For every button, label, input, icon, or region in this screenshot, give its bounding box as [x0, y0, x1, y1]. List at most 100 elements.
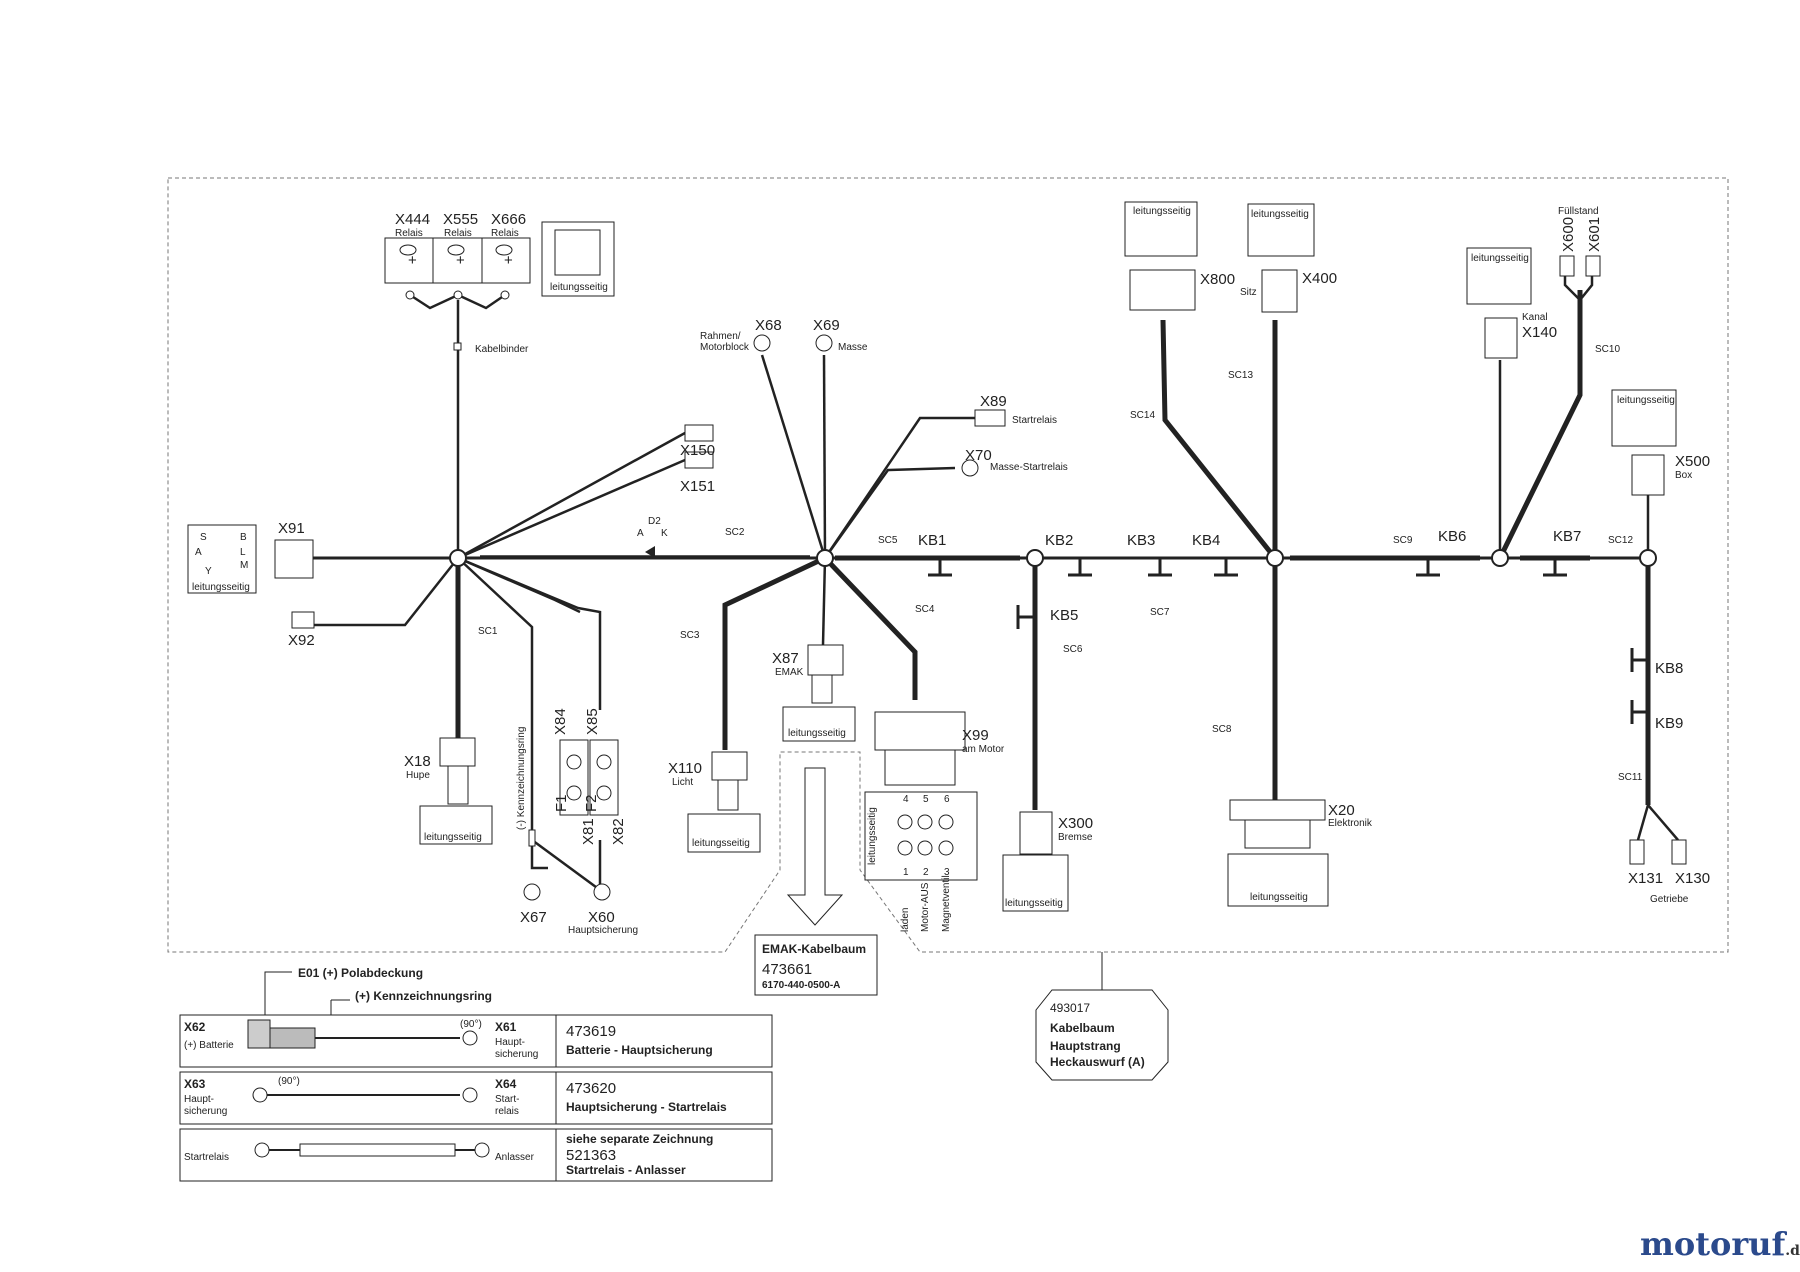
legend-row3-pre: siehe separate Zeichnung — [566, 1132, 713, 1146]
x92-connector — [291, 611, 315, 629]
x99-pin2: 2 — [923, 867, 929, 878]
legend-row2-left-desc1: Haupt- — [184, 1094, 214, 1105]
x666-label: X666 — [491, 211, 526, 228]
x68-ring — [753, 334, 771, 352]
x99-pin4: 4 — [903, 794, 909, 805]
d2-a: A — [637, 528, 644, 539]
kabelbinder-label: Kabelbinder — [475, 344, 529, 355]
legend-e01: E01 (+) Polabdeckung — [298, 966, 423, 980]
sc7-label: SC7 — [1150, 607, 1170, 618]
pin-a: A — [195, 547, 202, 558]
x18-view-label: leitungsseitig — [424, 832, 482, 843]
legend-row1-deg: (90°) — [460, 1019, 482, 1030]
kb8-label: KB8 — [1655, 660, 1683, 677]
x18-desc: Hupe — [406, 770, 430, 781]
legend-row2-deg: (90°) — [278, 1076, 300, 1087]
wires — [310, 272, 1679, 892]
x70-desc: Masse-Startrelais — [990, 462, 1068, 473]
emak-number: 473661 — [762, 961, 812, 978]
x99-pin3: 3 — [944, 867, 950, 878]
kb1-label: KB1 — [918, 532, 946, 549]
splice-symbols — [928, 558, 1648, 724]
legend-row2-left-desc2: sicherung — [184, 1106, 227, 1117]
sc9-label: SC9 — [1393, 535, 1413, 546]
kennzeichnungsring-label: (-) Kennzeichnungsring — [516, 727, 527, 830]
legend-row2-right-code: X64 — [495, 1077, 517, 1091]
x110-view-label: leitungsseitig — [692, 838, 750, 849]
motorblock-label: Motorblock — [700, 342, 750, 353]
x140-view-label: leitungsseitig — [1471, 253, 1529, 264]
legend-row2-right-desc1: Start- — [495, 1094, 519, 1105]
pin-s: S — [200, 532, 207, 543]
legend-row3-desc: Startrelais - Anlasser — [566, 1163, 686, 1177]
kb4-label: KB4 — [1192, 532, 1220, 549]
x67-label: X67 — [520, 909, 547, 926]
logo-suffix: .de — [1785, 1243, 1800, 1259]
x68-label: X68 — [755, 317, 782, 334]
legend-row1-right-desc2: sicherung — [495, 1049, 538, 1060]
x800-view-label: leitungsseitig — [1133, 206, 1191, 217]
sc3-label: SC3 — [680, 630, 700, 641]
fuellstand-label: Füllstand — [1558, 206, 1599, 217]
x601-label: X601 — [1586, 217, 1603, 252]
x500-view-label: leitungsseitig — [1617, 395, 1675, 406]
main-box-line1: Kabelbaum — [1050, 1021, 1115, 1035]
sc1-label: SC1 — [478, 626, 498, 637]
motoruf-logo[interactable]: motoruf.de — [1640, 1225, 1800, 1263]
main-box-line3: Heckauswurf (A) — [1050, 1055, 1145, 1069]
pin-y: Y — [205, 566, 212, 577]
logo-main: motoruf — [1640, 1225, 1786, 1263]
legend-row2-left-code: X63 — [184, 1077, 206, 1091]
x18-label: X18 — [404, 753, 431, 770]
x99-pin5: 5 — [923, 794, 929, 805]
harness-boundary — [167, 177, 1729, 953]
x99-motor-aus: Motor-AUS — [920, 882, 931, 932]
x91-label: X91 — [278, 520, 305, 537]
x99-laden: laden — [900, 908, 911, 932]
legend-row1-right-desc1: Haupt- — [495, 1037, 525, 1048]
x87-view-label: leitungsseitig — [788, 728, 846, 739]
legend-row3-right-desc: Anlasser — [495, 1152, 535, 1163]
legend-row1-left-code: X62 — [184, 1020, 206, 1034]
x400-desc: Sitz — [1240, 287, 1257, 298]
sc5-label: SC5 — [878, 535, 898, 546]
x500-desc: Box — [1675, 470, 1692, 481]
legend-ring: (+) Kennzeichnungsring — [355, 989, 492, 1003]
x500-label: X500 — [1675, 453, 1710, 470]
relais-group: +++ — [384, 237, 531, 310]
x555-label: X555 — [443, 211, 478, 228]
pin-l: L — [240, 547, 246, 558]
x99-label: X99 — [962, 727, 989, 744]
legend-row2-part: 473620 — [566, 1080, 616, 1097]
x300-label: X300 — [1058, 815, 1093, 832]
x99-view-label: leitungsseitig — [867, 807, 878, 865]
sc4-label: SC4 — [915, 604, 935, 615]
x110-desc: Licht — [672, 777, 693, 788]
x666-relais: Relais — [491, 228, 519, 239]
svg-text:+: + — [504, 252, 513, 269]
kb7-label: KB7 — [1553, 528, 1581, 545]
x81-label: X81 — [580, 818, 597, 845]
x82-label: X82 — [610, 818, 627, 845]
relais-socket-view — [541, 221, 615, 297]
emak-code: 6170-440-0500-A — [762, 980, 840, 991]
x99-magnetventil: Magnetventil — [941, 875, 952, 932]
legend-row1-left-desc: (+) Batterie — [184, 1040, 234, 1051]
legend-row2-desc: Hauptsicherung - Startrelais — [566, 1100, 727, 1114]
x69-ring — [815, 334, 833, 352]
x69-label: X69 — [813, 317, 840, 334]
d2-k: K — [661, 528, 668, 539]
f2-label: F2 — [583, 794, 600, 812]
x140-desc: Kanal — [1522, 312, 1548, 323]
x151-label: X151 — [680, 478, 715, 495]
x92-label: X92 — [288, 632, 315, 649]
x60-desc: Hauptsicherung — [568, 925, 638, 936]
x91-face-view — [187, 524, 257, 594]
legend-row1-part: 473619 — [566, 1023, 616, 1040]
legend: E01 (+) Polabdeckung (+) Kennzeichnungsr… — [179, 966, 773, 1182]
pin-m: M — [240, 560, 248, 571]
emak-box — [754, 934, 878, 996]
x130-label: X130 — [1675, 870, 1710, 887]
sc6-label: SC6 — [1063, 644, 1083, 655]
legend-row3-left-desc: Startrelais — [184, 1152, 229, 1163]
